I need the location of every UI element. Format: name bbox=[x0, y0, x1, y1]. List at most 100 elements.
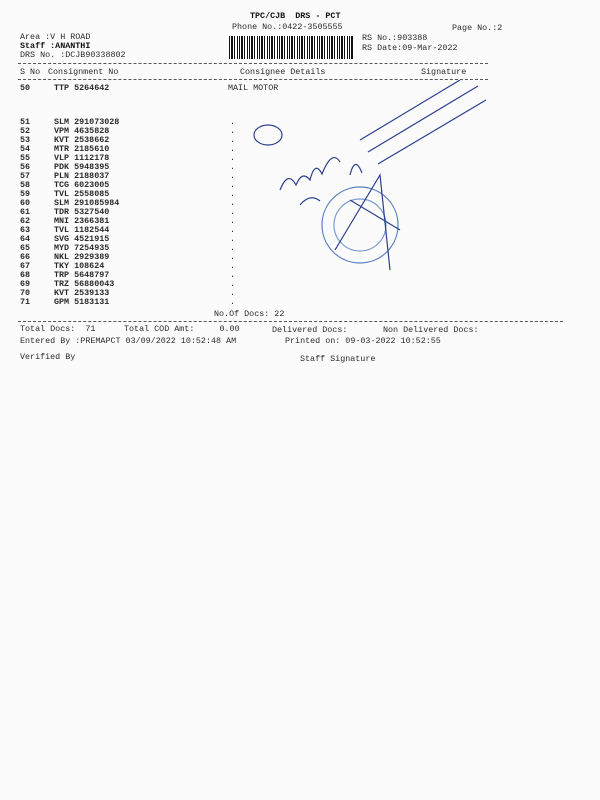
consignment-no: PDK 5948395 bbox=[54, 162, 110, 172]
sno: 70 bbox=[20, 288, 31, 298]
page-number: Page No.:2 bbox=[452, 23, 503, 33]
consignee-blank: . bbox=[230, 171, 236, 181]
consignment-no: GPM 5183131 bbox=[54, 297, 110, 307]
consignment-no: TDR 5327540 bbox=[54, 207, 110, 217]
table-row: 59 TVL 2558085. bbox=[20, 190, 260, 199]
sno: 58 bbox=[20, 180, 31, 190]
consignee-blank: . bbox=[230, 207, 236, 217]
sno: 53 bbox=[20, 135, 31, 145]
consignee-blank: . bbox=[230, 279, 236, 289]
consignee-blank: . bbox=[230, 162, 236, 172]
consignment-no: KVT 2539133 bbox=[54, 288, 110, 298]
col-sno: S No bbox=[20, 67, 41, 77]
table-row: 54 MTR 2185610. bbox=[20, 145, 260, 154]
sno: 67 bbox=[20, 261, 31, 271]
consignee-blank: . bbox=[230, 144, 236, 154]
doc-title: TPC/CJB DRS - PCT bbox=[250, 11, 341, 21]
table-row: 62 MNI 2366381. bbox=[20, 217, 260, 226]
sno: 64 bbox=[20, 234, 31, 244]
round-seal bbox=[321, 186, 399, 264]
consignment-no: VPM 4635828 bbox=[54, 126, 110, 136]
consignee-blank: . bbox=[230, 288, 236, 298]
divider bbox=[18, 63, 488, 64]
no-of-docs: No.Of Docs: 22 bbox=[214, 309, 285, 319]
consignee-blank: . bbox=[230, 270, 236, 280]
barcode bbox=[229, 36, 354, 59]
rs-date: RS Date:09-Mar-2022 bbox=[362, 43, 458, 53]
drs-number: DRS No. :DCJB90338802 bbox=[20, 50, 126, 60]
consignee-blank: . bbox=[230, 135, 236, 145]
divider bbox=[18, 321, 563, 322]
sno: 51 bbox=[20, 117, 31, 127]
entered-by: Entered By :PREMAPCT 03/09/2022 10:52:48… bbox=[20, 336, 237, 346]
consignment-no: TRP 5648797 bbox=[54, 270, 110, 280]
consignee-blank: . bbox=[230, 153, 236, 163]
table-row: 52 VPM 4635828. bbox=[20, 127, 260, 136]
table-row: 71 GPM 5183131. bbox=[20, 298, 260, 307]
table-row: 56 PDK 5948395. bbox=[20, 163, 260, 172]
table-row: 70 KVT 2539133. bbox=[20, 289, 260, 298]
round-seal-inner bbox=[333, 198, 387, 252]
staff-signature: Staff Signature bbox=[300, 354, 376, 364]
table-row: 68 TRP 5648797. bbox=[20, 271, 260, 280]
phone: Phone No.:0422-3505555 bbox=[232, 22, 343, 32]
consignee-blank: . bbox=[230, 189, 236, 199]
sno: 62 bbox=[20, 216, 31, 226]
sno: 57 bbox=[20, 171, 31, 181]
sno: 71 bbox=[20, 297, 31, 307]
handwritten-signature bbox=[279, 156, 363, 206]
consignee-blank: . bbox=[230, 126, 236, 136]
sno: 59 bbox=[20, 189, 31, 199]
seal-scribble bbox=[334, 173, 401, 271]
consignee-blank: . bbox=[230, 297, 236, 307]
consignment-no: SLM 291085984 bbox=[54, 198, 120, 208]
consignment-no: SVG 4521915 bbox=[54, 234, 110, 244]
sno: 50 bbox=[20, 83, 31, 93]
consignment-no: MTR 2185610 bbox=[54, 144, 110, 154]
consignment-no: MYD 7254935 bbox=[54, 243, 110, 253]
col-signature: Signature bbox=[421, 67, 467, 77]
delivered-docs: Delivered Docs: bbox=[272, 325, 348, 335]
consignee-blank: . bbox=[230, 216, 236, 226]
sno: 54 bbox=[20, 144, 31, 154]
sno: 63 bbox=[20, 225, 31, 235]
col-consignment: Consignment No bbox=[48, 67, 119, 77]
consignee: MAIL MOTOR bbox=[228, 83, 279, 93]
sno: 66 bbox=[20, 252, 31, 262]
consignee-blank: . bbox=[230, 261, 236, 271]
sno: 56 bbox=[20, 162, 31, 172]
consignment-no: TKY 108624 bbox=[54, 261, 105, 271]
consignee-blank: . bbox=[230, 243, 236, 253]
sno: 68 bbox=[20, 270, 31, 280]
table-row: 50 TTP 5264642 MAIL MOTOR bbox=[20, 83, 278, 93]
circled-number bbox=[253, 124, 283, 146]
consignment-no: MNI 2366381 bbox=[54, 216, 110, 226]
divider bbox=[18, 79, 488, 80]
staff: Staff :ANANTHI bbox=[20, 41, 91, 51]
consignment-no: NKL 2929389 bbox=[54, 252, 110, 262]
consignment-no: TTP 5264642 bbox=[54, 83, 110, 93]
consignment-no: TCG 6023005 bbox=[54, 180, 110, 190]
sno: 52 bbox=[20, 126, 31, 136]
consignee-blank: . bbox=[230, 198, 236, 208]
sno: 55 bbox=[20, 153, 31, 163]
consignment-no: TVL 1182544 bbox=[54, 225, 110, 235]
consignment-no: TRZ 56880043 bbox=[54, 279, 115, 289]
printed-on: Printed on: 09-03-2022 10:52:55 bbox=[285, 336, 441, 346]
total-docs: Total Docs: 71 bbox=[20, 324, 96, 334]
table-row: 67 TKY 108624. bbox=[20, 262, 260, 271]
non-delivered-docs: Non Delivered Docs: bbox=[383, 325, 479, 335]
consignment-no: TVL 2558085 bbox=[54, 189, 110, 199]
consignee-blank: . bbox=[230, 117, 236, 127]
